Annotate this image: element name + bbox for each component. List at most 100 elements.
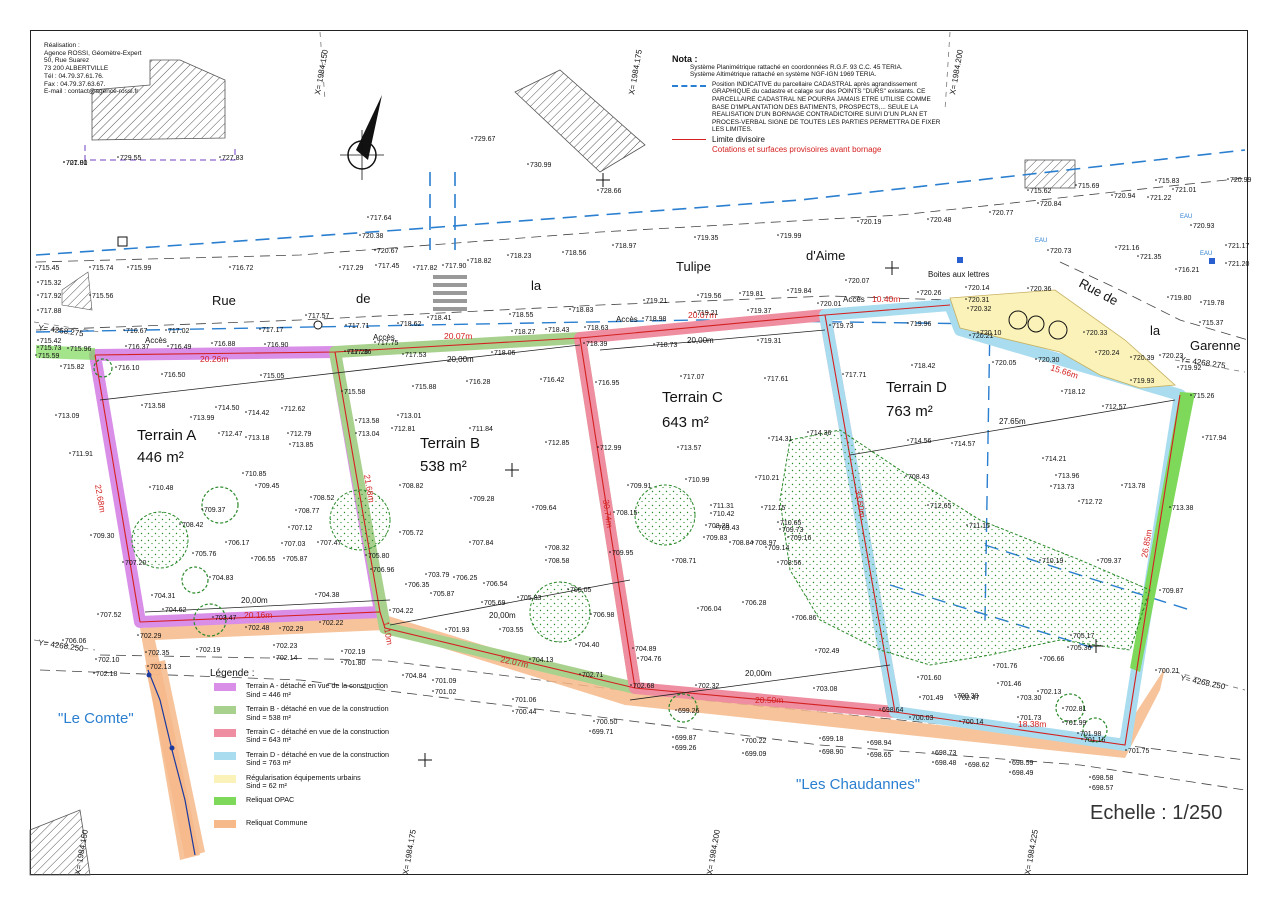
elevation-label: 727.00 bbox=[66, 160, 88, 167]
elevation-label: 706.28 bbox=[745, 600, 767, 607]
elevation-label: 700.30 bbox=[957, 693, 979, 700]
elevation-label: 718.39 bbox=[586, 341, 608, 348]
legend-item-terrain-b: Terrain B - détaché en vue de la constru… bbox=[214, 704, 414, 722]
elevation-point bbox=[295, 509, 297, 511]
elevation-label: 720.32 bbox=[970, 306, 992, 313]
elevation-point bbox=[787, 536, 789, 538]
coord-x225-b: X= 1984.225 bbox=[1023, 828, 1040, 875]
elevation-point bbox=[512, 710, 514, 712]
realisation-line: 50, Rue Suarez bbox=[44, 57, 90, 65]
elevation-label: 701.73 bbox=[1020, 715, 1042, 722]
elevation-point bbox=[167, 345, 169, 347]
elevation-point bbox=[1083, 331, 1085, 333]
elevation-label: 702.22 bbox=[322, 620, 344, 627]
elevation-point bbox=[1067, 646, 1069, 648]
elevation-label: 708.32 bbox=[548, 545, 570, 552]
elevation-label: 717.20 bbox=[347, 349, 369, 356]
grid-y-250 bbox=[33, 639, 96, 651]
elevation-label: 713.96 bbox=[1058, 473, 1080, 480]
nota-cadastre: Position INDICATIVE du parcellaire CADAS… bbox=[712, 80, 941, 134]
elevation-point bbox=[190, 416, 192, 418]
elevation-point bbox=[642, 317, 644, 319]
elevation-label: 718.42 bbox=[914, 363, 936, 370]
elevation-label: 714.42 bbox=[248, 410, 270, 417]
elevation-point bbox=[911, 364, 913, 366]
street-rue: Rue bbox=[212, 293, 236, 308]
elevation-label: 702.14 bbox=[276, 655, 298, 662]
acces-1: Accès bbox=[145, 336, 167, 345]
elevation-label: 720.99 bbox=[1230, 177, 1252, 184]
elevation-point bbox=[509, 313, 511, 315]
elevation-point bbox=[445, 628, 447, 630]
elevation-point bbox=[151, 594, 153, 596]
elevation-point bbox=[137, 634, 139, 636]
elevation-point bbox=[685, 478, 687, 480]
pav-container-2 bbox=[1048, 320, 1068, 340]
dim-a-right: 21.68m bbox=[362, 474, 377, 504]
elevation-point bbox=[179, 523, 181, 525]
elevation-label: 704.62 bbox=[165, 607, 187, 614]
elevation-label: 717.36 bbox=[350, 349, 372, 356]
crosswalk bbox=[433, 275, 467, 311]
road-edge-bottom bbox=[39, 669, 1246, 791]
elevation-point bbox=[695, 684, 697, 686]
elevation-label: 719.81 bbox=[742, 291, 764, 298]
elevation-point bbox=[1050, 485, 1052, 487]
elevation-point bbox=[819, 750, 821, 752]
elevation-label: 714.31 bbox=[771, 436, 793, 443]
elevation-label: 709.30 bbox=[93, 533, 115, 540]
elevation-label: 717.61 bbox=[767, 376, 789, 383]
elevation-point bbox=[694, 236, 696, 238]
elevation-point bbox=[989, 211, 991, 213]
elevation-label: 718.63 bbox=[587, 325, 609, 332]
elevation-label: 718.12 bbox=[1064, 389, 1086, 396]
elevation-label: 704.83 bbox=[212, 575, 234, 582]
elevation-point bbox=[959, 720, 961, 722]
elevation-point bbox=[430, 592, 432, 594]
elevation-label: 720.84 bbox=[1040, 201, 1062, 208]
elevation-label: 708.56 bbox=[780, 560, 802, 567]
elevation-label: 708.52 bbox=[313, 495, 335, 502]
nota-title: Nota : bbox=[672, 54, 698, 64]
elevation-label: 718.43 bbox=[548, 327, 570, 334]
realisation-line: Fax : 04.79.37.63.67. bbox=[44, 80, 106, 88]
realisation-line: Tél : 04.79.37.61.76. bbox=[44, 72, 104, 80]
terrain-b-name: Terrain B bbox=[420, 435, 480, 452]
legend-item-opac: Reliquat OPAC bbox=[214, 796, 414, 806]
elevation-point bbox=[145, 651, 147, 653]
elevation-point bbox=[1009, 761, 1011, 763]
elevation-point bbox=[367, 216, 369, 218]
street-aime: d'Aime bbox=[806, 248, 845, 263]
elevation-point bbox=[215, 406, 217, 408]
dim-b-right: 30.74m bbox=[601, 499, 615, 528]
elevation-point bbox=[123, 329, 125, 331]
elevation-label: 698.59 bbox=[1012, 760, 1034, 767]
elevation-point bbox=[697, 607, 699, 609]
elevation-label: 709.64 bbox=[535, 505, 557, 512]
dim-d-top: 10.40m bbox=[872, 294, 900, 304]
elevation-point bbox=[60, 365, 62, 367]
legend-title: Légende : bbox=[210, 668, 255, 679]
legend-swatch bbox=[214, 797, 236, 806]
elevation-label: 705.87 bbox=[433, 591, 455, 598]
elevation-label: 717.29 bbox=[342, 265, 364, 272]
legend: Légende : Terrain A - détaché en vue de … bbox=[210, 668, 414, 834]
elevation-label: 713.73 bbox=[1053, 484, 1075, 491]
elevation-label: 712.72 bbox=[1081, 499, 1103, 506]
elevation-label: 719.99 bbox=[780, 233, 802, 240]
elevation-label: 720.24 bbox=[1098, 350, 1120, 357]
elevation-point bbox=[1202, 436, 1204, 438]
elevation-point bbox=[1167, 296, 1169, 298]
elevation-label: 698.64 bbox=[882, 707, 904, 714]
elevation-point bbox=[1200, 301, 1202, 303]
elevation-point bbox=[965, 763, 967, 765]
elevation-label: 715.88 bbox=[415, 384, 437, 391]
elevation-point bbox=[397, 414, 399, 416]
boites-aux-lettres: Boites aux lettres bbox=[928, 270, 989, 279]
elevation-label: 715.05 bbox=[263, 373, 285, 380]
elevation-point bbox=[829, 324, 831, 326]
elevation-label: 702.29 bbox=[140, 633, 162, 640]
legend-swatch bbox=[214, 706, 236, 715]
elevation-point bbox=[1159, 589, 1161, 591]
elevation-label: 708.71 bbox=[675, 558, 697, 565]
